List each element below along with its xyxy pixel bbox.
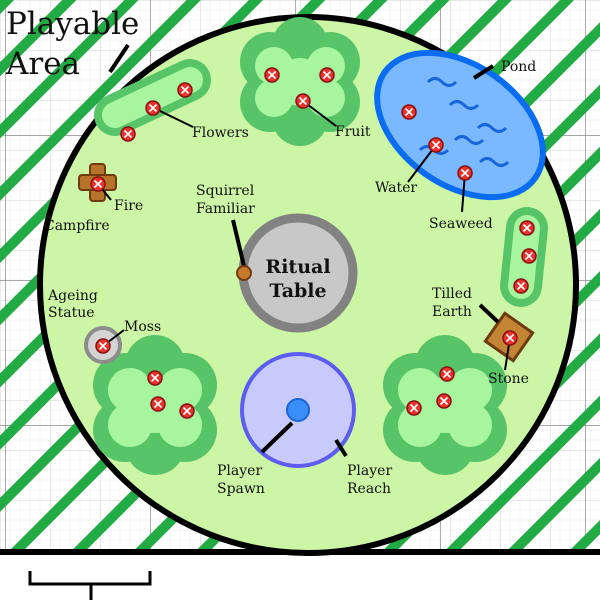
resource-marker[interactable] [147,370,163,386]
moss-label: Moss [124,319,161,335]
resource-marker[interactable] [457,165,473,181]
resource-marker[interactable] [264,67,280,83]
resource-marker[interactable] [428,137,444,153]
water-label: Water [375,180,417,196]
resource-marker[interactable] [502,330,518,346]
campfire-label: Campfire [44,218,110,234]
resource-marker[interactable] [90,176,106,192]
squirrel-familiar-label-1: Squirrel [196,183,255,199]
bottom-right-bush [383,335,507,475]
stone-label: Stone [488,371,529,387]
player-spawn-label-2: Spawn [217,481,265,497]
seaweed-label: Seaweed [429,216,493,232]
resource-marker[interactable] [179,403,195,419]
pond [374,49,546,201]
pond-label: Pond [501,59,536,75]
flower-bush [94,59,211,136]
resource-marker[interactable] [120,126,136,142]
resource-markers [90,67,537,419]
squirrel-icon[interactable] [236,265,252,281]
scale-bar [28,571,152,600]
resource-marker[interactable] [177,82,193,98]
tilled-earth-label-2: Earth [432,304,472,320]
tilled-earth-label-1: Tilled [432,286,472,302]
flowers-label: Flowers [192,125,249,141]
resource-marker[interactable] [519,220,535,236]
player-reach-label-2: Reach [347,481,391,497]
resource-marker[interactable] [95,338,111,354]
player-spawn-label-1: Player [217,463,262,479]
player-reach-label-1: Player [347,463,392,479]
resource-marker[interactable] [406,400,422,416]
fruit-label: Fruit [335,124,371,140]
fire-label: Fire [114,198,143,214]
resource-marker[interactable] [401,104,417,120]
resource-marker[interactable] [295,93,311,109]
map-title-line-2: Area [5,46,80,82]
ageing-statue-label-2: Statue [48,305,95,321]
ritual-table-label-2: Table [269,280,326,302]
resource-marker[interactable] [436,393,452,409]
squirrel-pointer [231,219,246,267]
leader-lines [108,43,500,458]
player-spawn-marker [286,398,310,422]
player-reach [240,352,356,468]
map-title-line-1: Playable [6,6,139,42]
resource-marker[interactable] [150,396,166,412]
ageing-statue-label-1: Ageing [47,288,98,304]
resource-marker[interactable] [145,100,161,116]
squirrel-familiar-label-2: Familiar [196,201,255,217]
resource-marker[interactable] [521,248,537,264]
resource-marker[interactable] [319,67,335,83]
ritual-table[interactable]: Ritual Table [238,213,358,333]
resource-marker[interactable] [513,278,529,294]
resource-marker[interactable] [439,366,455,382]
ritual-table-label-1: Ritual [265,256,330,278]
fruit-bush [240,17,360,146]
